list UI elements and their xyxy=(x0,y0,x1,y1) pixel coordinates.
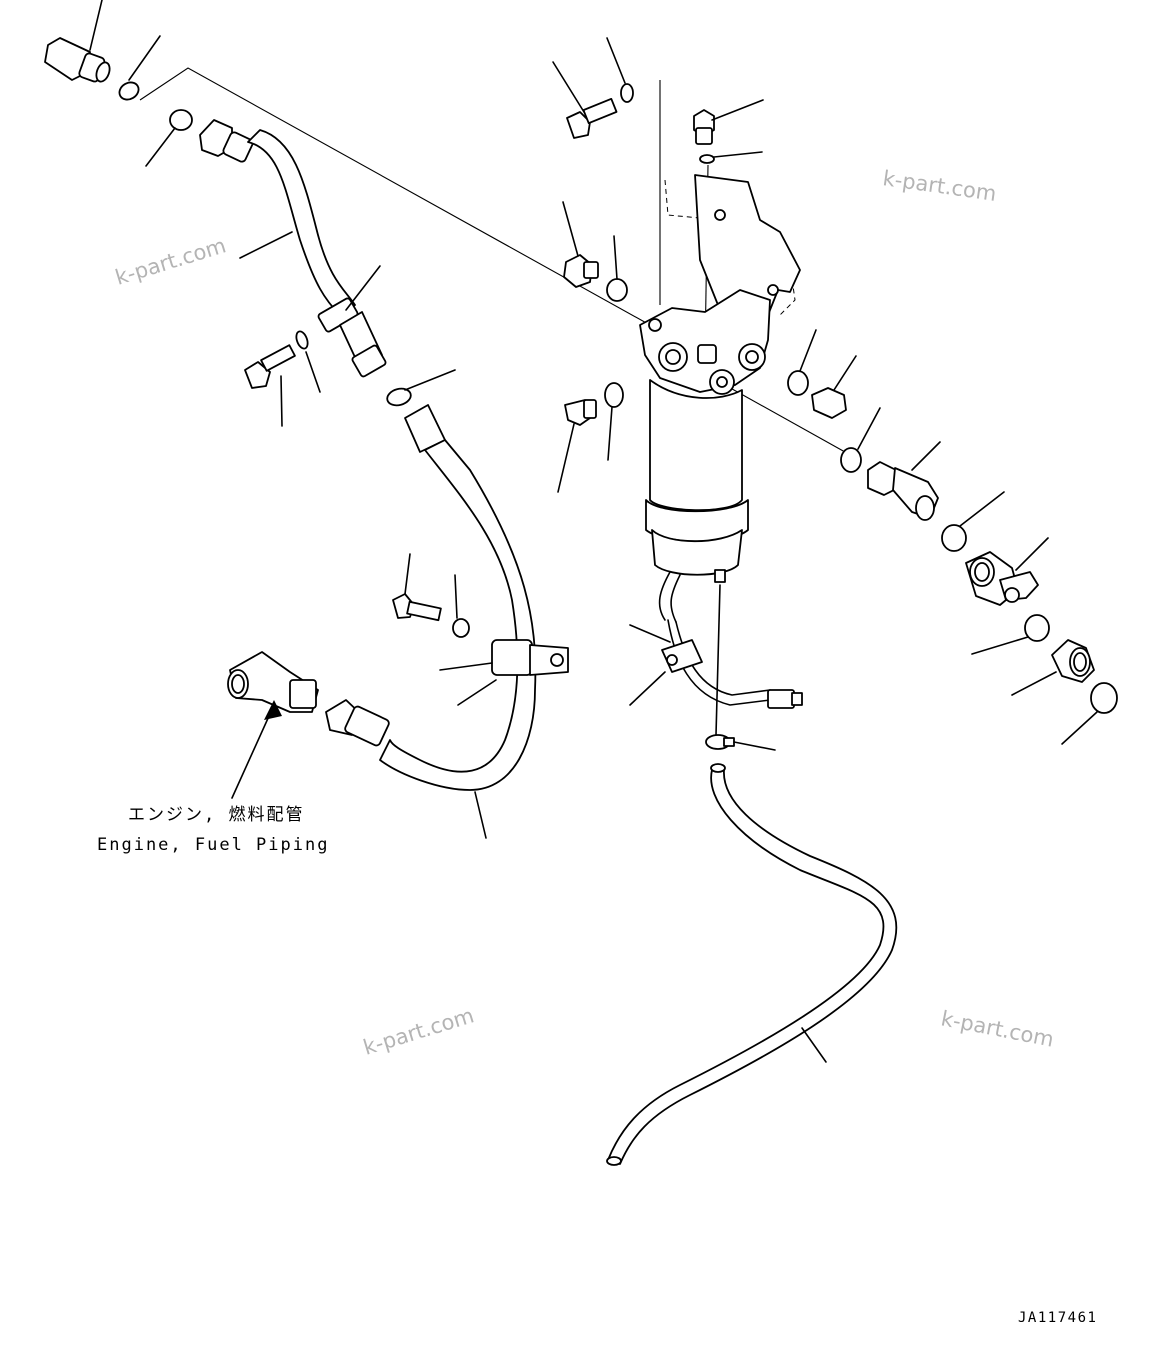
drawing-code: JA117461 xyxy=(1018,1310,1097,1326)
o-ring-right-4 xyxy=(971,614,1050,655)
watermark-bottom-center: k-part.com xyxy=(360,1003,476,1059)
o-ring-left-mid xyxy=(386,369,456,407)
reference-label-en: Engine, Fuel Piping xyxy=(97,835,329,855)
bolt-left-mid xyxy=(244,344,296,427)
adapter-right xyxy=(1011,639,1095,696)
elbow-connector-right xyxy=(867,441,941,521)
bolt-top-center xyxy=(552,61,618,139)
cap-top-left xyxy=(145,109,193,167)
o-ring-right-3 xyxy=(941,491,1005,552)
watermark-top-left: k-part.com xyxy=(112,233,228,289)
lower-fuel-hose xyxy=(325,404,569,839)
washer-clamp xyxy=(452,574,470,638)
plug-right xyxy=(811,355,857,419)
filter-head xyxy=(639,289,771,395)
sensor-wire xyxy=(667,584,803,736)
o-ring-top-left xyxy=(118,35,161,101)
filter-bowl xyxy=(645,379,749,623)
o-ring-right-1 xyxy=(787,329,817,396)
o-ring-top-right xyxy=(699,151,763,164)
plug-left-bowl xyxy=(557,399,597,493)
watermark-top-right: k-part.com xyxy=(881,166,998,206)
watermark-bottom-right: k-part.com xyxy=(939,1006,1056,1051)
hose-clamp-small xyxy=(705,734,776,751)
o-ring-left-head xyxy=(606,235,628,302)
drain-hose xyxy=(606,763,898,1166)
check-valve-right xyxy=(965,537,1049,606)
bolt-top-right xyxy=(693,99,764,145)
top-left-connector xyxy=(44,0,111,83)
o-ring-right-2 xyxy=(840,407,881,473)
washer-left-mid xyxy=(295,330,321,393)
plug-left-head xyxy=(562,201,599,288)
wire-clip xyxy=(629,624,703,706)
bolt-clamp xyxy=(392,553,442,622)
engine-elbow-fitting xyxy=(227,651,319,799)
cap-right xyxy=(1061,682,1118,745)
washer-top-center xyxy=(606,37,634,103)
o-ring-left-bowl xyxy=(604,382,624,461)
upper-fuel-hose xyxy=(199,119,387,378)
reference-label-ja: エンジン, 燃料配管 xyxy=(128,805,304,825)
